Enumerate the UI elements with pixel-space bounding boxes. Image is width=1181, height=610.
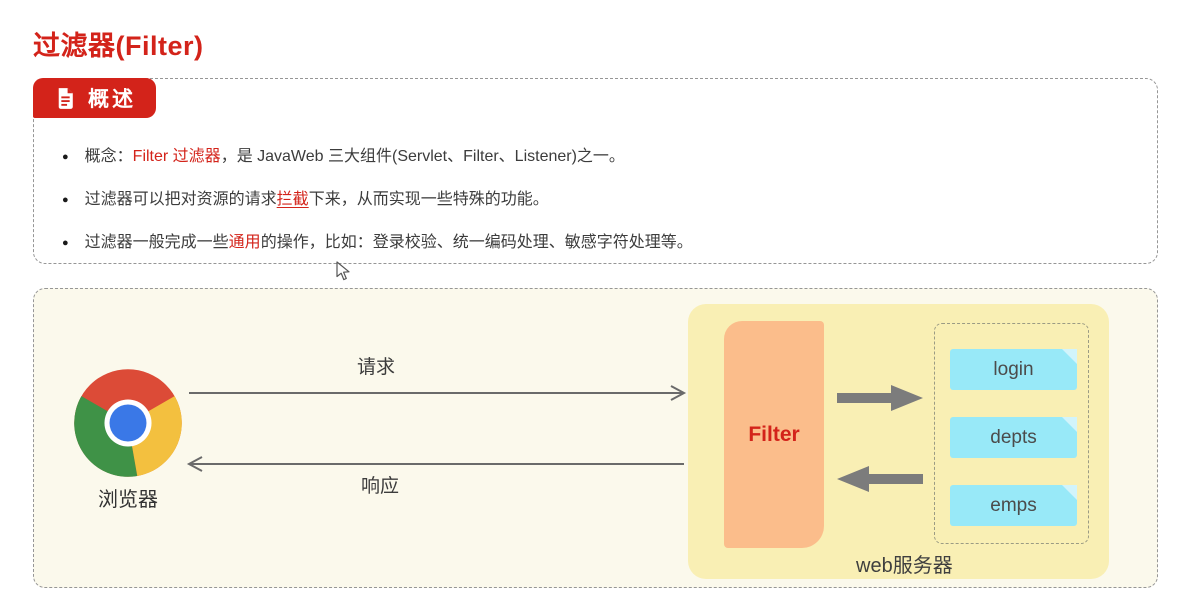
bullet-dot-icon: ●	[62, 237, 69, 249]
resource-login: login	[950, 349, 1077, 390]
folded-corner	[1062, 485, 1077, 500]
resource-label: login	[993, 358, 1034, 380]
request-arrow	[189, 385, 687, 401]
web-server-box: Filter login depts emps	[688, 304, 1109, 579]
response-label: 响应	[361, 476, 400, 497]
bullet-text-pre: 过滤器可以把对资源的请求	[84, 191, 277, 208]
bullet-item: ● 过滤器一般完成一些通用的操作，比如：登录校验、统一编码处理、敏感字符处理等。	[62, 231, 1157, 255]
resources-to-filter-arrow	[837, 466, 923, 492]
bullet-text-post: ，是 JavaWeb 三大组件(Servlet、Filter、Listener)…	[220, 148, 625, 165]
resource-depts: depts	[950, 417, 1077, 458]
document-icon	[58, 87, 73, 109]
bullet-text-post: 的操作，比如：登录校验、统一编码处理、敏感字符处理等。	[260, 234, 693, 251]
filter-to-resources-arrow	[837, 385, 923, 411]
bullet-text: 过滤器可以把对资源的请求拦截下来，从而实现一些特殊的功能。	[85, 188, 549, 212]
mouse-cursor-icon	[336, 261, 350, 281]
bullet-item: ● 概念：Filter 过滤器，是 JavaWeb 三大组件(Servlet、F…	[62, 145, 1157, 169]
bullet-dot-icon: ●	[62, 194, 69, 206]
bullet-text-pre: 概念：	[84, 148, 133, 165]
bullet-item: ● 过滤器可以把对资源的请求拦截下来，从而实现一些特殊的功能。	[62, 188, 1157, 212]
resource-label: depts	[990, 426, 1037, 448]
overview-badge-label: 概述	[88, 88, 136, 111]
browser-label: 浏览器	[98, 489, 158, 511]
page-title: 过滤器(Filter)	[33, 31, 204, 61]
folded-corner	[1062, 417, 1077, 432]
bullet-text: 过滤器一般完成一些通用的操作，比如：登录校验、统一编码处理、敏感字符处理等。	[85, 231, 693, 255]
chrome-browser-icon	[74, 369, 182, 477]
bullet-text-pre: 过滤器一般完成一些	[84, 234, 229, 251]
filter-shape: Filter	[724, 321, 824, 548]
bullet-text-highlight: Filter 过滤器	[132, 148, 221, 165]
filter-flow-diagram: 浏览器 请求 响应 Filter login	[33, 288, 1158, 588]
request-label: 请求	[357, 357, 396, 378]
bullet-text: 概念：Filter 过滤器，是 JavaWeb 三大组件(Servlet、Fil…	[85, 145, 625, 169]
resource-label: emps	[990, 494, 1037, 516]
bullet-dot-icon: ●	[62, 151, 69, 163]
overview-bullet-list: ● 概念：Filter 过滤器，是 JavaWeb 三大组件(Servlet、F…	[34, 79, 1157, 255]
filter-label: Filter	[748, 422, 800, 446]
bullet-text-post: 下来，从而实现一些特殊的功能。	[308, 191, 549, 208]
resources-group: login depts emps	[934, 323, 1089, 544]
resource-emps: emps	[950, 485, 1077, 526]
overview-badge: 概述	[33, 78, 156, 118]
folded-corner	[1062, 349, 1077, 364]
response-arrow	[186, 456, 684, 472]
bullet-text-highlight: 通用	[228, 234, 261, 251]
bullet-text-highlight: 拦截	[276, 191, 309, 208]
web-server-label: web服务器	[856, 555, 953, 577]
overview-section: 概述 ● 概念：Filter 过滤器，是 JavaWeb 三大组件(Servle…	[33, 78, 1158, 264]
